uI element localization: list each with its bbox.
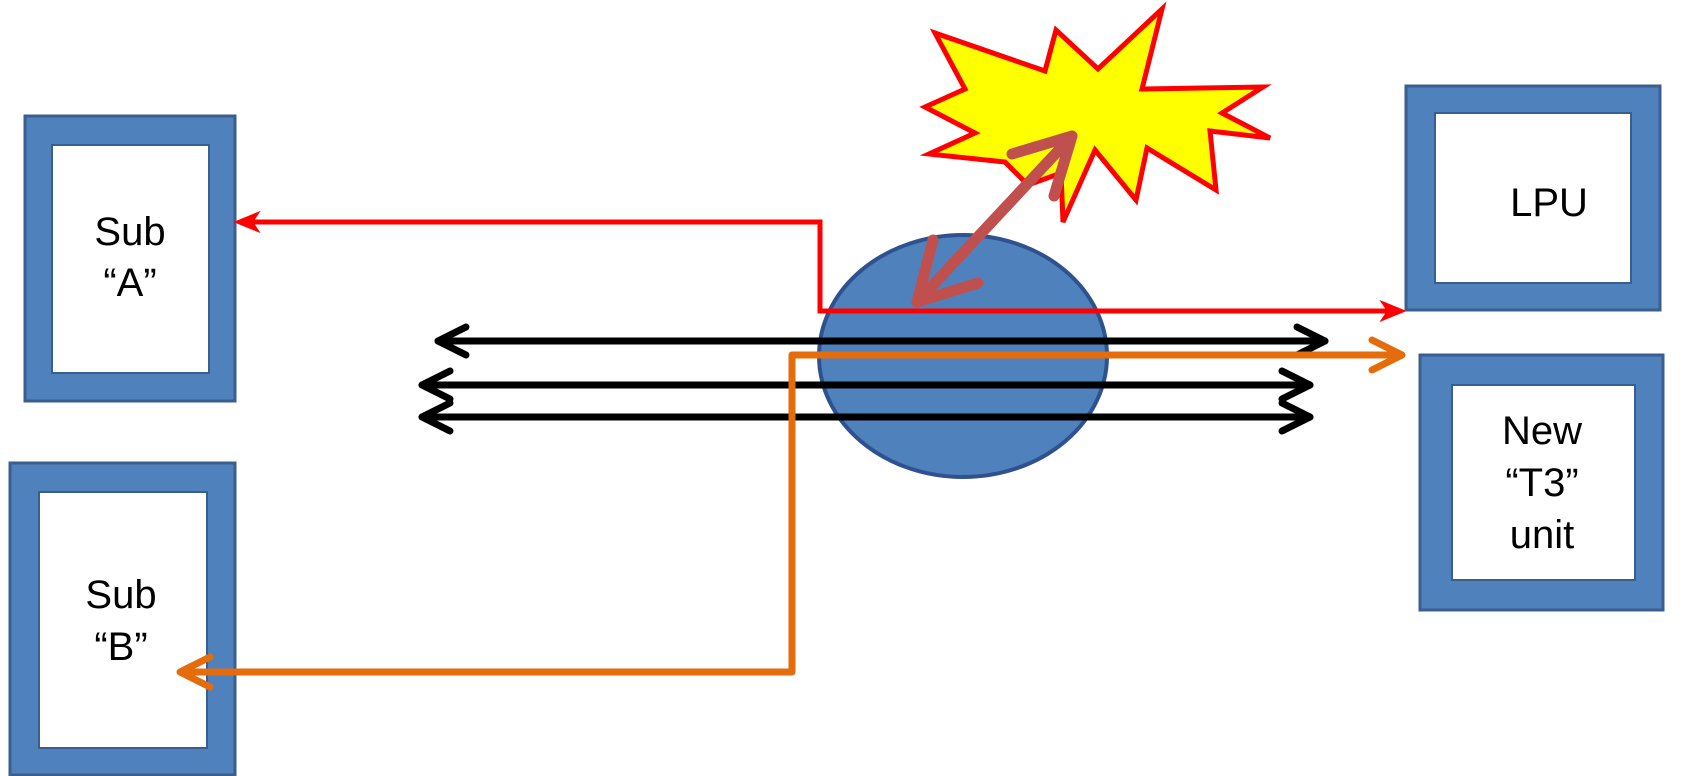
t3-label-line-1: New (1502, 409, 1582, 453)
sub-a-label-line-2: “A” (103, 261, 156, 305)
red-arrowhead-sub-a (233, 210, 261, 234)
lpu-inner (1434, 112, 1632, 284)
lpu-box: LPU (1404, 84, 1662, 312)
t3-unit-box: New “T3” unit (1418, 353, 1665, 612)
lpu-label: LPU (1510, 181, 1588, 225)
sub-a-inner (51, 144, 210, 374)
orange-path-t3-to-sub-b (176, 336, 1406, 691)
sub-b-inner (38, 491, 208, 749)
red-arrowhead-lpu (1379, 299, 1407, 323)
burst-link-arrow (911, 130, 1078, 308)
black-link-2 (418, 367, 1314, 403)
sub-b-label-line-1: Sub (85, 573, 156, 617)
sub-a-box: Sub “A” (23, 114, 237, 403)
explosion-burst-icon (919, 1, 1272, 224)
sub-b-box: Sub “B” (8, 461, 237, 776)
sub-b-label-line-2: “B” (94, 625, 147, 669)
t3-label-line-3: unit (1510, 513, 1575, 557)
black-links (418, 323, 1329, 435)
t3-inner (1451, 384, 1636, 581)
sub-a-label-line-1: Sub (94, 210, 165, 254)
black-link-1 (434, 323, 1329, 359)
black-link-3 (418, 399, 1314, 435)
red-path-lpu-to-sub-a (233, 210, 1407, 323)
t3-label-line-2: “T3” (1505, 461, 1578, 505)
